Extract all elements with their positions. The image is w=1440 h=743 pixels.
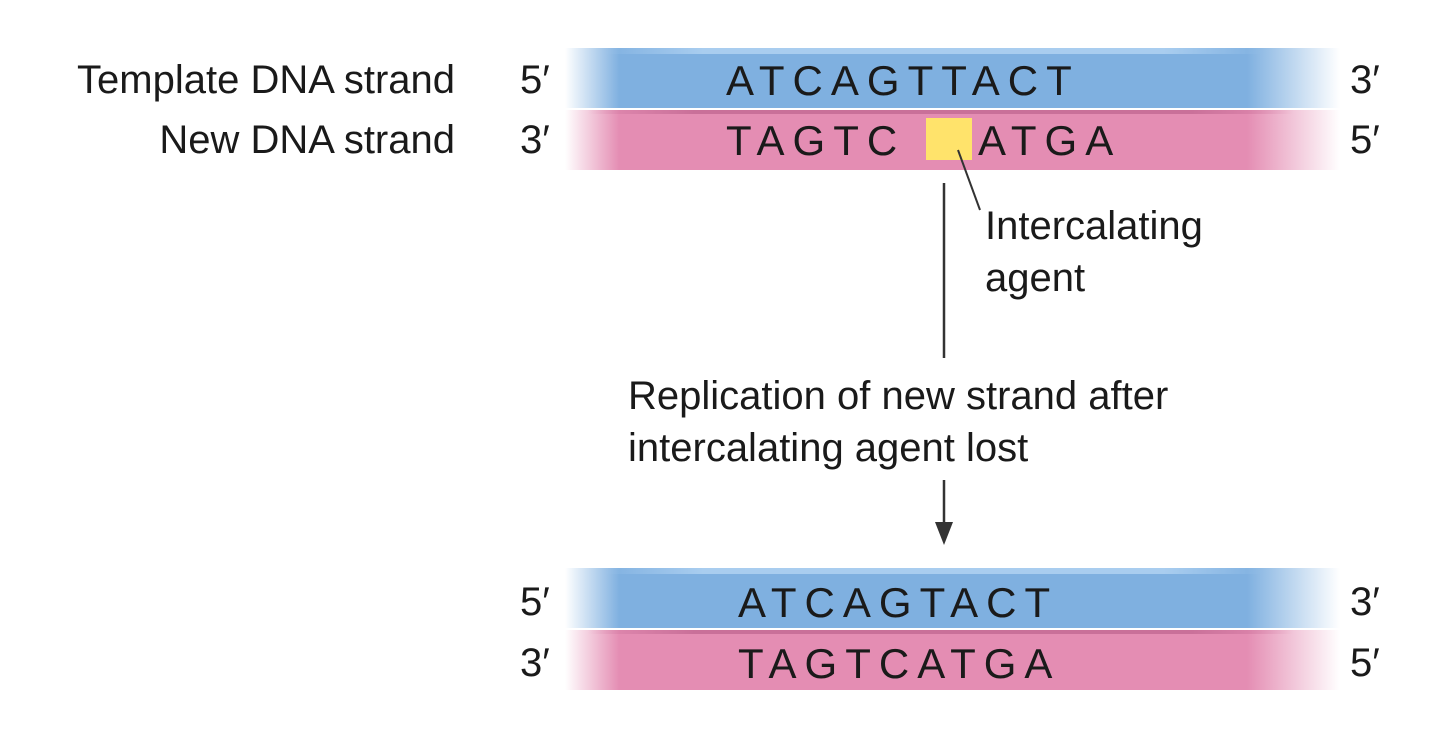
bottom-top-left-end: 5′ — [520, 580, 550, 624]
new-left-end: 3′ — [520, 118, 550, 162]
bottom-top-right-end: 3′ — [1350, 580, 1380, 624]
new-sequence-left: TAGTC — [726, 117, 906, 164]
arrow-head — [935, 522, 953, 545]
bottom-bottom-right-end: 5′ — [1350, 641, 1380, 685]
bottom-top-sequence: ATCAGTACT — [738, 579, 1059, 626]
new-right-end: 5′ — [1350, 118, 1380, 162]
bottom-bottom-sequence: TAGTCATGA — [738, 640, 1061, 687]
agent-pointer-line — [957, 149, 981, 211]
bottom-new-strand-bar — [565, 630, 1340, 690]
template-sequence: ATCAGTTACT — [726, 57, 1080, 104]
agent-callout-line2: agent — [985, 256, 1086, 300]
agent-callout: Intercalating agent — [985, 200, 1203, 304]
new-strand-label: New DNA strand — [159, 118, 455, 162]
bottom-bottom-left-end: 3′ — [520, 641, 550, 685]
agent-callout-line1: Intercalating — [985, 204, 1203, 248]
step-note-line2: intercalating agent lost — [628, 426, 1029, 470]
template-strand-bar — [565, 48, 1340, 108]
template-strand-label: Template DNA strand — [77, 58, 455, 102]
replication-step-note: Replication of new strand after intercal… — [628, 370, 1168, 474]
new-sequence-right: ATGA — [978, 117, 1122, 164]
template-right-end: 3′ — [1350, 58, 1380, 102]
intercalating-agent-marker — [926, 118, 972, 160]
template-left-end: 5′ — [520, 58, 550, 102]
bottom-template-strand-bar — [565, 568, 1340, 628]
step-note-line1: Replication of new strand after — [628, 374, 1169, 418]
